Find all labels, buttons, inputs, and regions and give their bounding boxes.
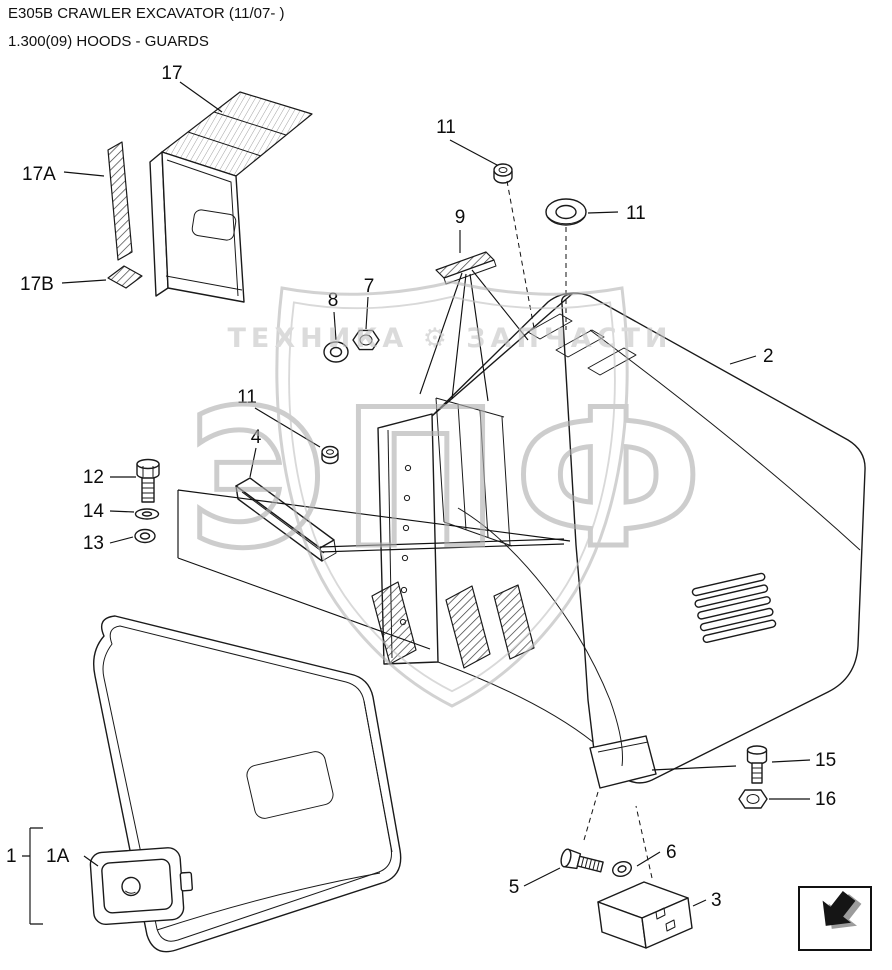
part-bolt-15 [746,745,768,784]
callout-17b: 17B [20,274,54,295]
part-seal-17a [107,141,133,261]
part-grommet-11-right [545,198,587,226]
callout-2: 2 [763,346,774,367]
part-cover-17 [149,91,313,303]
callout-8: 8 [328,290,339,311]
back-arrow-icon [822,890,862,929]
callout-5: 5 [509,877,520,898]
part-grommet-11-mid [321,445,339,465]
part-bolt-5 [560,848,604,873]
part-grommet-11-top [493,163,513,184]
callout-14: 14 [83,501,105,522]
callout-3: 3 [711,890,722,911]
callout-1a: 1A [46,846,70,867]
part-nut-7 [352,329,380,351]
callout-17a: 17A [22,164,56,185]
hood-inner-frame [435,397,513,547]
callout-1: 1 [6,846,17,867]
part-strip-4 [235,477,337,562]
part-washer-13 [134,528,156,544]
callout-16: 16 [815,789,836,810]
part-bolt-12 [136,458,160,503]
part-bracket-3 [597,881,693,949]
part-hood-2 [371,292,866,789]
page-subtitle: 1.300(09) HOODS - GUARDS [8,33,209,50]
callout-6: 6 [666,842,677,863]
callout-11-right: 11 [626,203,646,224]
part-spacer-17b [107,265,143,289]
callout-11-top: 11 [436,117,456,138]
part-strip-9 [435,251,497,285]
callout-4: 4 [251,427,262,448]
callout-9: 9 [455,207,466,228]
part-washer-14 [134,508,160,520]
callout-12: 12 [83,467,104,488]
callout-17: 17 [161,63,182,84]
callout-11-mid: 11 [237,387,257,408]
part-nut-16 [738,789,768,809]
callout-7: 7 [364,276,375,297]
page-nav-icon[interactable] [798,885,872,951]
part-grommet-8 [323,341,349,363]
hood-vent-slots [691,572,777,643]
callout-labels: 17 17A 17B 11 11 9 8 7 2 11 4 12 14 13 1… [6,63,836,911]
page-title: E305B CRAWLER EXCAVATOR (11/07- ) [8,5,285,22]
page-header: E305B CRAWLER EXCAVATOR (11/07- ) 1.300(… [8,5,284,50]
callout-13: 13 [83,533,104,554]
callout-15: 15 [815,750,836,771]
part-washer-6 [612,861,632,877]
part-latch-1a [89,847,193,926]
